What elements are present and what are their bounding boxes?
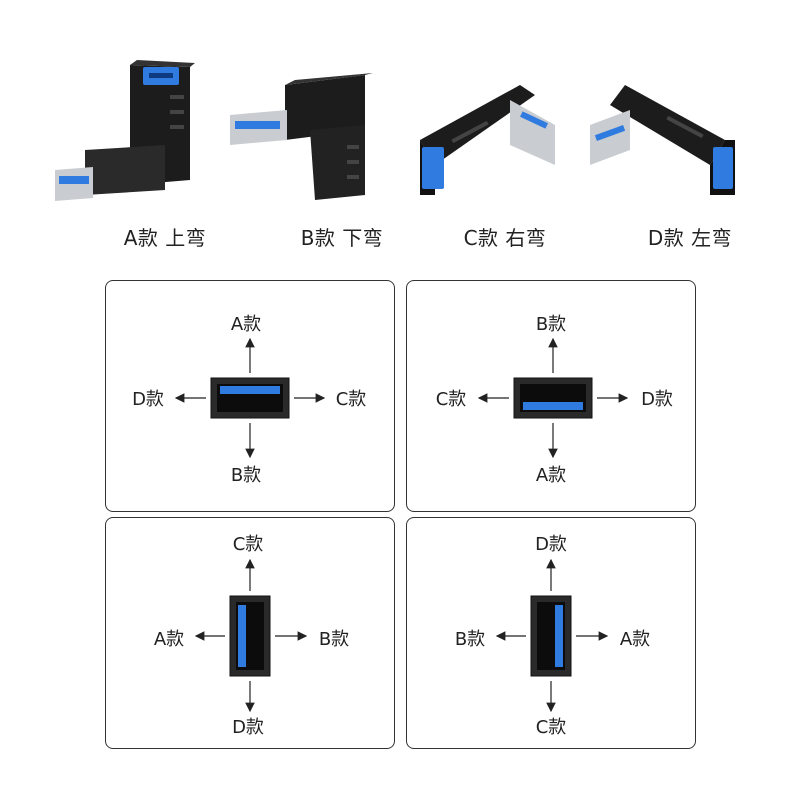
orientation-panel-1: A款 B款 D款 C款 bbox=[105, 280, 395, 512]
orientation-panel-3: C款 D款 A款 B款 bbox=[105, 517, 395, 749]
panel-3-bottom-label: D款 bbox=[232, 717, 264, 738]
panel-2-left-label: C款 bbox=[435, 389, 467, 410]
adapter-d-caption: D款 左弯 bbox=[647, 226, 733, 250]
adapter-c-caption: C款 右弯 bbox=[463, 226, 547, 250]
panel-3-diagram bbox=[194, 558, 308, 713]
panel-2-right-label: D款 bbox=[641, 389, 673, 410]
panel-1-bottom-label: B款 bbox=[230, 465, 262, 486]
panel-1-diagram bbox=[174, 337, 326, 459]
panel-4-right-label: A款 bbox=[619, 629, 651, 650]
panel-3-top-label: C款 bbox=[232, 534, 264, 555]
panel-2-diagram bbox=[477, 337, 629, 459]
adapter-d-left-image bbox=[585, 55, 765, 215]
panel-1-left-label: D款 bbox=[132, 389, 164, 410]
panel-4-top-label: D款 bbox=[535, 534, 567, 555]
adapter-a-caption: A款 上弯 bbox=[123, 226, 207, 250]
orientation-panel-2: B款 A款 C款 D款 bbox=[406, 280, 696, 512]
panel-4-diagram bbox=[495, 558, 609, 713]
panel-4-bottom-label: C款 bbox=[535, 717, 567, 738]
panel-1-top-label: A款 bbox=[230, 314, 262, 335]
adapter-c-right-image bbox=[410, 55, 590, 215]
adapter-a-up-image bbox=[45, 55, 225, 215]
panel-2-top-label: B款 bbox=[535, 314, 567, 335]
panel-4-left-label: B款 bbox=[454, 629, 486, 650]
panel-1-right-label: C款 bbox=[335, 389, 367, 410]
panel-3-left-label: A款 bbox=[153, 629, 185, 650]
adapter-b-down-image bbox=[225, 55, 405, 215]
orientation-panel-4: D款 C款 B款 A款 bbox=[406, 517, 696, 749]
panel-2-bottom-label: A款 bbox=[535, 465, 567, 486]
adapter-b-caption: B款 下弯 bbox=[300, 226, 384, 250]
panel-3-right-label: B款 bbox=[318, 629, 350, 650]
